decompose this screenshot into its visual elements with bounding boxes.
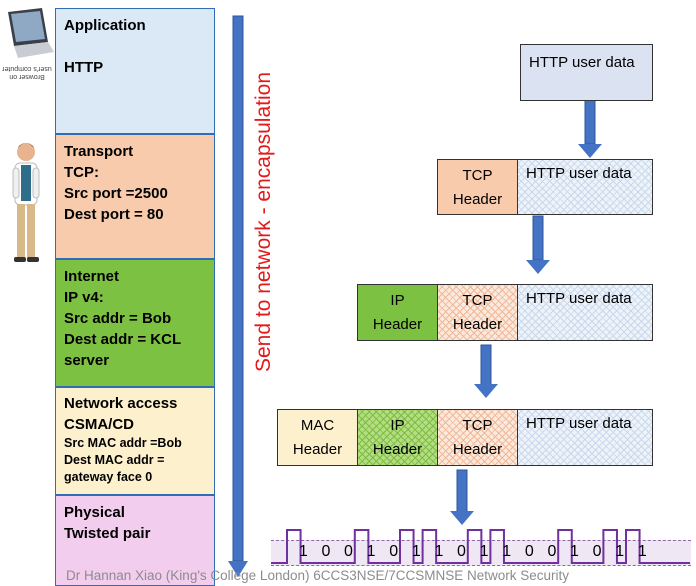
layer-network-access-small-2: Dest MAC addr = bbox=[64, 453, 165, 467]
tcp-header-label-1: TCP bbox=[462, 417, 493, 434]
layer-internet-line-4: server bbox=[64, 352, 110, 369]
bit-12: 1 bbox=[570, 543, 579, 560]
mac-header-label-2: Header bbox=[292, 441, 343, 458]
signal-line bbox=[271, 529, 690, 564]
bit-4: 0 bbox=[389, 543, 399, 560]
layer-network-access-small-1: Src MAC addr =Bob bbox=[64, 436, 182, 450]
layer-transport-title: Transport bbox=[64, 143, 134, 160]
layer-application: Application HTTP bbox=[55, 8, 215, 134]
tcp-header-label-2: Header bbox=[452, 316, 503, 333]
ip-header-label-2: Header bbox=[372, 441, 423, 458]
layer-network-access: Network access CSMA/CD Src MAC addr =Bob… bbox=[55, 387, 215, 495]
layer-transport-line-3: Dest port = 80 bbox=[64, 206, 164, 223]
http-data-box-1: HTTP user data bbox=[520, 44, 653, 101]
bit-2: 0 bbox=[344, 543, 353, 560]
bit-13: 0 bbox=[592, 543, 602, 560]
layer-internet-line-1: IP v4: bbox=[64, 289, 104, 306]
http-data-box-2: HTTP user data bbox=[517, 159, 653, 215]
bit-5: 1 bbox=[411, 543, 421, 560]
bit-6: 1 bbox=[434, 543, 444, 560]
layer-internet-line-2: Src addr = Bob bbox=[64, 310, 172, 327]
bit-3: 1 bbox=[366, 543, 376, 560]
down-arrow-1-head bbox=[578, 144, 602, 158]
http-data-box-4: HTTP user data bbox=[517, 409, 653, 466]
person-illustration bbox=[0, 138, 52, 268]
bit-7: 0 bbox=[457, 543, 466, 560]
mac-header-label-1: MAC bbox=[300, 417, 335, 434]
bit-0: 1 bbox=[298, 543, 308, 560]
layer-application-title: Application bbox=[64, 17, 146, 34]
bit-14: 1 bbox=[615, 543, 625, 560]
layer-internet-line-3: Dest addr = KCL bbox=[64, 331, 182, 348]
bit-11: 0 bbox=[547, 543, 557, 560]
tcp-header-box-4: TCP Header bbox=[437, 409, 518, 466]
ip-header-label-2: Header bbox=[372, 316, 423, 333]
layer-internet: Internet IP v4: Src addr = Bob Dest addr… bbox=[55, 259, 215, 387]
down-arrow-4-head bbox=[450, 511, 474, 525]
down-arrow-3-head bbox=[474, 384, 498, 398]
bit-10: 0 bbox=[524, 543, 534, 560]
tcp-header-box-3: TCP Header bbox=[437, 284, 518, 341]
bit-15: 1 bbox=[637, 543, 647, 560]
layer-network-access-small-3: gateway face 0 bbox=[64, 470, 153, 484]
layer-network-access-title: Network access bbox=[64, 395, 178, 412]
layer-network-access-line-1: CSMA/CD bbox=[64, 416, 134, 433]
bit-9: 1 bbox=[502, 543, 512, 560]
tcp-header-label-1: TCP bbox=[462, 292, 493, 309]
mac-header-box-4: MAC Header bbox=[277, 409, 358, 466]
ip-header-label-1: IP bbox=[390, 417, 405, 434]
layer-physical-line-1: Twisted pair bbox=[64, 525, 151, 542]
bit-8: 1 bbox=[479, 543, 489, 560]
layer-application-line-1: HTTP bbox=[64, 59, 104, 76]
tcp-header-label-2: Header bbox=[452, 191, 503, 208]
layer-transport-line-1: TCP: bbox=[64, 164, 99, 181]
ip-header-label-1: IP bbox=[390, 292, 405, 309]
ip-header-box-3: IP Header bbox=[357, 284, 438, 341]
encapsulation-arrow-head bbox=[228, 561, 248, 577]
ip-header-box-4: IP Header bbox=[357, 409, 438, 466]
layer-internet-title: Internet bbox=[64, 268, 120, 285]
bit-1: 0 bbox=[321, 543, 331, 560]
laptop-illustration bbox=[2, 8, 54, 64]
layer-physical-title: Physical bbox=[64, 504, 125, 521]
footer-text: Dr Hannan Xiao (King's College London) 6… bbox=[66, 568, 570, 583]
http-data-box-3: HTTP user data bbox=[517, 284, 653, 341]
down-arrow-2-head bbox=[526, 260, 550, 274]
tcp-header-label-2: Header bbox=[452, 441, 503, 458]
layer-transport: Transport TCP: Src port =2500 Dest port … bbox=[55, 134, 215, 259]
tcp-header-label-1: TCP bbox=[462, 167, 493, 184]
layer-transport-line-2: Src port =2500 bbox=[64, 185, 168, 202]
